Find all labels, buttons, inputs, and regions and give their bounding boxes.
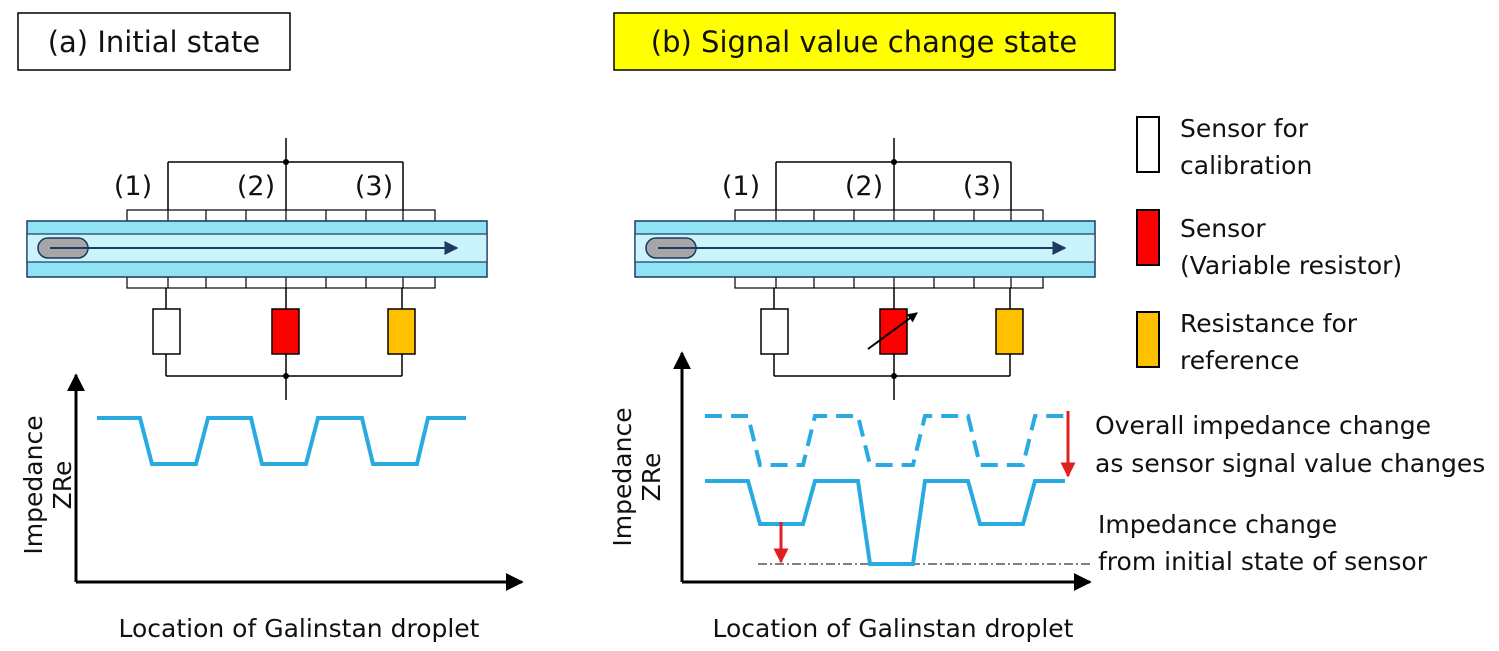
panel-b-sensor-annotation-line1: Impedance change	[1098, 510, 1337, 539]
legend-calibration-line2: calibration	[1180, 151, 1312, 180]
panel-a-title-box	[17, 12, 291, 71]
panel-b-overall-annotation-line1: Overall impedance change	[1095, 411, 1431, 440]
panel-b-previous-signal	[705, 414, 1065, 467]
panel-b-label-2: (2)	[845, 171, 883, 202]
panel-b-calibration-sensor	[760, 308, 789, 355]
panel-a-top-node	[283, 159, 289, 165]
panel-b-title-box	[613, 12, 1116, 71]
panel-a-top-electrode	[126, 209, 436, 222]
panel-b-label-3: (3)	[963, 171, 1001, 202]
panel-a-calibration-sensor	[152, 308, 181, 355]
panel-b-changed-signal	[705, 479, 1065, 566]
panel-b: (b) Signal value change state (1) (2) (3…	[608, 12, 1485, 643]
panel-a-impedance-signal	[97, 416, 466, 466]
panel-b-top-electrode	[734, 209, 1044, 222]
panel-a: (a) Initial state (1) (2) (3)	[17, 12, 524, 643]
panel-a-bottom-node	[283, 373, 289, 379]
panel-a-y-label-2: ZRe	[48, 461, 77, 510]
panel-a-label-2: (2)	[237, 171, 275, 202]
panel-b-bottom-electrode	[734, 276, 1044, 289]
panel-b-label-1: (1)	[722, 171, 760, 202]
panel-b-top-node	[891, 159, 897, 165]
legend-calibration-swatch	[1136, 116, 1160, 173]
legend-calibration-line1: Sensor for	[1180, 114, 1309, 143]
panel-a-variable-sensor	[271, 308, 300, 355]
panel-b-overall-annotation-line2: as sensor signal value changes	[1095, 449, 1485, 478]
legend-sensor-line1: Sensor	[1180, 214, 1266, 243]
panel-b-y-label-2: ZRe	[637, 453, 666, 502]
panel-a-electrode-ticks	[167, 210, 404, 288]
panel-a-y-label-1: Impedance	[19, 415, 48, 554]
panel-a-label-1: (1)	[114, 171, 152, 202]
panel-b-bottom-node	[891, 373, 897, 379]
panel-b-electrode-ticks	[775, 210, 1012, 288]
legend-sensor-swatch	[1136, 209, 1160, 266]
legend-reference-line2: reference	[1180, 346, 1299, 375]
panel-a-reference-resistor	[387, 308, 416, 355]
panel-a-label-3: (3)	[355, 171, 393, 202]
panel-b-sensor-annotation-line2: from initial state of sensor	[1098, 547, 1428, 576]
panel-b-reference-resistor	[995, 308, 1024, 355]
panel-a-title: (a) Initial state	[48, 25, 261, 59]
legend-sensor-line2: (Variable resistor)	[1180, 251, 1402, 280]
panel-a-x-label: Location of Galinstan droplet	[119, 614, 480, 643]
panel-b-variable-arrow	[867, 312, 918, 350]
panel-b-x-label: Location of Galinstan droplet	[713, 614, 1074, 643]
panel-a-bottom-electrode	[126, 276, 436, 289]
legend: Sensor for calibration Sensor (Variable …	[1136, 114, 1402, 375]
legend-reference-line1: Resistance for	[1180, 309, 1358, 338]
panel-b-y-label-1: Impedance	[608, 407, 637, 546]
panel-b-title: (b) Signal value change state	[651, 25, 1077, 59]
legend-reference-swatch	[1136, 311, 1160, 368]
